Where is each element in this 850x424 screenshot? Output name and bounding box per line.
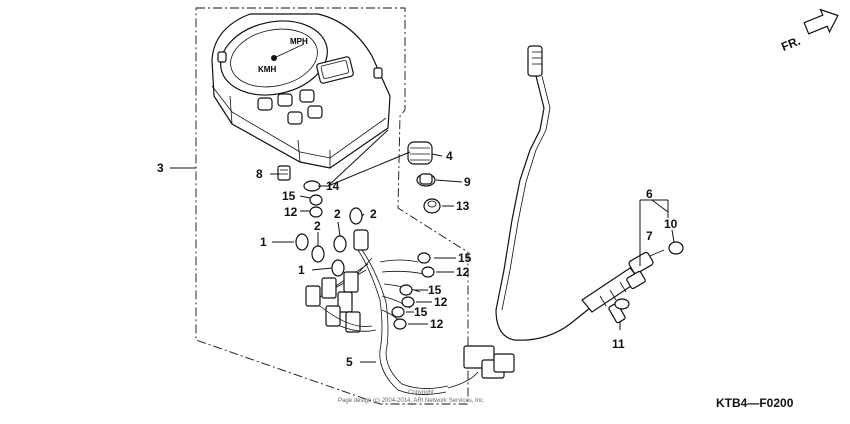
diagram-code: KTB4—F0200 — [716, 396, 794, 410]
leader-lines — [170, 129, 675, 363]
front-direction-label: FR. — [779, 34, 802, 54]
bulb-parts — [277, 141, 441, 218]
callout-5: 5 — [346, 355, 353, 369]
assembly-boundary — [195, 7, 469, 405]
front-direction-arrow — [803, 8, 839, 35]
speedometer-cable — [495, 45, 684, 341]
callout-12-second: 12 — [456, 265, 470, 279]
callout-12-fourth: 12 — [430, 317, 444, 331]
callout-4: 4 — [446, 149, 453, 163]
callout-12-top: 12 — [284, 205, 298, 219]
callout-15-fourth: 15 — [414, 305, 428, 319]
speedometer-unit: KMH MPH — [211, 13, 391, 169]
callout-15-top: 15 — [282, 189, 296, 203]
callout-14: 14 — [326, 179, 340, 193]
callout-7: 7 — [646, 229, 653, 243]
callout-9: 9 — [464, 175, 471, 189]
callout-8: 8 — [256, 167, 263, 181]
callout-labels: 3 8 15 12 14 4 9 13 2 2 2 1 1 15 12 15 1… — [157, 149, 678, 369]
callout-15-second: 15 — [458, 251, 472, 265]
callout-11: 11 — [612, 337, 625, 351]
callout-15-third: 15 — [428, 283, 442, 297]
callout-2-right: 2 — [370, 207, 377, 221]
wire-harness — [295, 207, 515, 395]
svg-text:KMH: KMH — [258, 65, 276, 74]
svg-text:MPH: MPH — [290, 37, 308, 46]
callout-2-mid: 2 — [334, 207, 341, 221]
callout-6: 6 — [646, 187, 653, 201]
copyright-line-1: Copyright — [408, 390, 434, 396]
copyright-line-2: Page design (c) 2004-2014, ARI Network S… — [338, 398, 485, 404]
callout-10: 10 — [664, 217, 678, 231]
callout-3: 3 — [157, 161, 164, 175]
callout-13: 13 — [456, 199, 470, 213]
callout-2-left: 2 — [314, 219, 321, 233]
callout-1-lower: 1 — [298, 263, 305, 277]
callout-1-upper: 1 — [260, 235, 267, 249]
callout-12-third: 12 — [434, 295, 448, 309]
